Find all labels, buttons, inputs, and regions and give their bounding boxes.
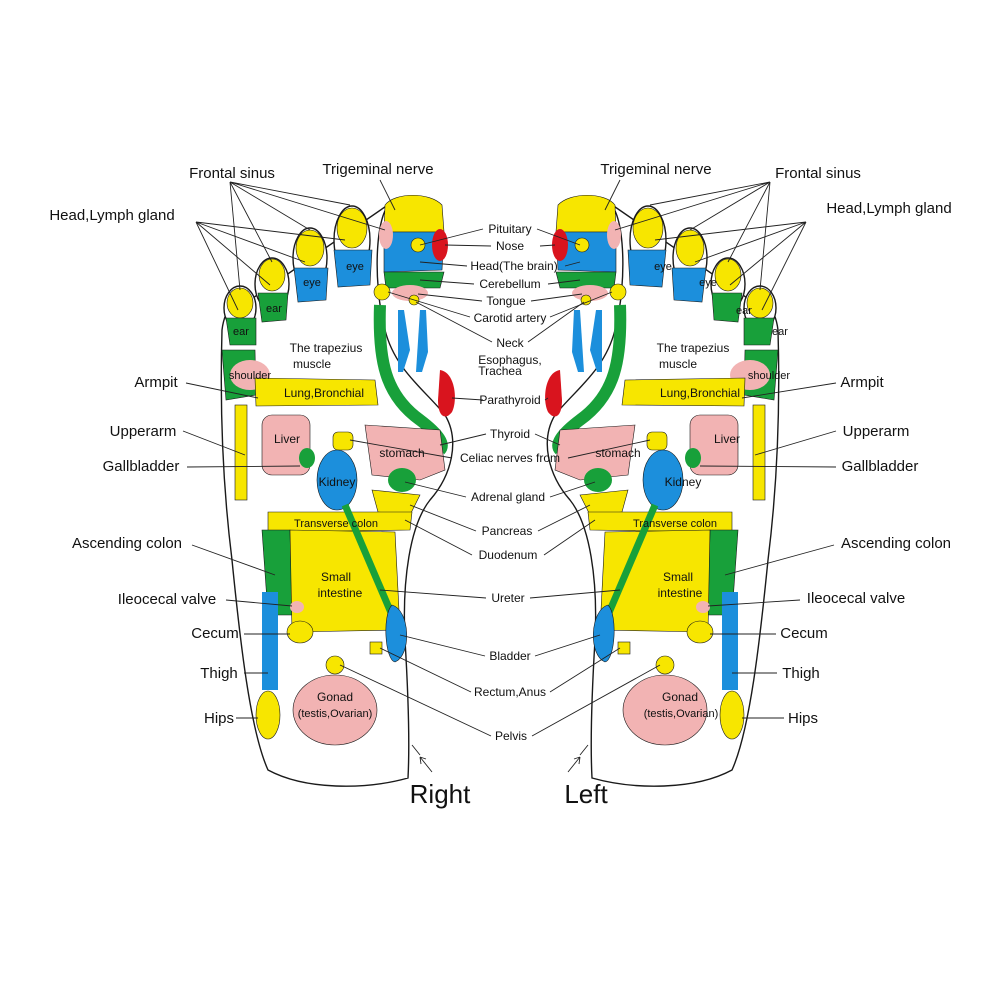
label-thigh-right: Thigh (200, 665, 238, 682)
zone-gonad-right: Gonad (317, 690, 353, 704)
label-duodenum: Duodenum (479, 548, 538, 562)
zone-small-left: Small (663, 570, 693, 584)
label-hips-right: Hips (204, 710, 234, 727)
zone-gonad-detail-right: (testis,Ovarian) (298, 708, 373, 720)
left-foot-zone-labels: eye eye ear ear The trapezius muscle sho… (595, 261, 790, 720)
zone-trapezius-muscle-left: muscle (659, 357, 697, 371)
zone-lung-right: Lung,Bronchial (284, 386, 364, 400)
zone-kidney-right: Kidney (319, 475, 356, 489)
zone-stomach-left: stomach (595, 446, 640, 460)
zone-liver-left: Liver (714, 432, 740, 446)
label-pelvis: Pelvis (495, 729, 527, 743)
label-ascending-colon-right: Ascending colon (72, 535, 182, 552)
zone-ear-left-4: ear (736, 305, 752, 317)
label-pituitary: Pituitary (488, 222, 531, 236)
zone-ear-right-4: ear (266, 303, 282, 315)
label-adrenal-gland: Adrenal gland (471, 490, 545, 504)
label-upperarm-right: Upperarm (110, 423, 177, 440)
label-trigeminal-right: Trigeminal nerve (322, 161, 433, 178)
zone-ear-left-5: ear (772, 326, 788, 338)
zone-stomach-right: stomach (379, 446, 424, 460)
zone-ear-right-5: ear (233, 326, 249, 338)
label-nose: Nose (496, 239, 524, 253)
label-cecum-right: Cecum (191, 625, 239, 642)
side-leader-lines (182, 179, 837, 719)
label-armpit-right: Armpit (134, 374, 178, 391)
right-foot-title: Right (410, 779, 471, 809)
label-frontal-sinus-right: Frontal sinus (189, 165, 275, 182)
label-gallbladder-left: Gallbladder (842, 458, 919, 475)
zone-trapezius-left: The trapezius (657, 341, 730, 355)
label-head-brain: Head(The brain) (470, 259, 557, 273)
label-thigh-left: Thigh (782, 665, 820, 682)
zone-eye-left-3: eye (699, 277, 717, 289)
zone-transverse-colon-left: Transverse colon (633, 518, 717, 530)
label-tongue: Tongue (486, 294, 526, 308)
label-carotid-artery: Carotid artery (474, 311, 547, 325)
zone-lung-left: Lung,Bronchial (660, 386, 740, 400)
label-ileocecal-left: Ileocecal valve (807, 590, 905, 607)
label-armpit-left: Armpit (840, 374, 884, 391)
left-foot-title: Left (564, 779, 608, 809)
zone-eye-right-2: eye (346, 261, 364, 273)
zone-small-right: Small (321, 570, 351, 584)
label-parathyroid: Parathyroid (479, 393, 540, 407)
zone-liver-right: Liver (274, 432, 300, 446)
zone-shoulder-left: shoulder (748, 370, 791, 382)
center-leader-lines (339, 228, 661, 756)
label-frontal-sinus-left: Frontal sinus (775, 165, 861, 182)
center-labels: Pituitary Nose Head(The brain) Cerebellu… (460, 222, 560, 743)
zone-intestine-right: intestine (318, 586, 363, 600)
label-rectum-anus: Rectum,Anus (474, 685, 546, 699)
zone-intestine-left: intestine (658, 586, 703, 600)
zone-eye-right-3: eye (303, 277, 321, 289)
label-celiac-nerves: Celiac nerves from (460, 451, 560, 465)
label-neck: Neck (496, 336, 524, 350)
label-trigeminal-left: Trigeminal nerve (600, 161, 711, 178)
label-cerebellum: Cerebellum (479, 277, 540, 291)
zone-shoulder-right: shoulder (229, 370, 272, 382)
zone-gonad-left: Gonad (662, 690, 698, 704)
label-hips-left: Hips (788, 710, 818, 727)
zone-trapezius-muscle-right: muscle (293, 357, 331, 371)
zone-trapezius-right: The trapezius (290, 341, 363, 355)
label-upperarm-left: Upperarm (843, 423, 910, 440)
zone-gonad-detail-left: (testis,Ovarian) (644, 708, 719, 720)
right-foot-labels: Frontal sinus Trigeminal nerve Head,Lymp… (49, 161, 433, 727)
zone-kidney-left: Kidney (665, 475, 702, 489)
label-ileocecal-right: Ileocecal valve (118, 591, 216, 608)
label-bladder: Bladder (489, 649, 530, 663)
foot-titles: Right Left (410, 756, 608, 809)
label-ascending-colon-left: Ascending colon (841, 535, 951, 552)
left-foot-labels: Frontal sinus Trigeminal nerve Head,Lymp… (600, 161, 951, 727)
zone-transverse-colon-right: Transverse colon (294, 518, 378, 530)
label-pancreas: Pancreas (482, 524, 533, 538)
label-cecum-left: Cecum (780, 625, 828, 642)
label-trachea: Trachea (478, 364, 522, 378)
zone-eye-left-2: eye (654, 261, 672, 273)
right-foot-zone-labels: eye eye ear ear The trapezius muscle sho… (229, 261, 425, 720)
label-ureter: Ureter (491, 591, 524, 605)
label-head-lymph-right: Head,Lymph gland (49, 207, 174, 224)
label-thyroid: Thyroid (490, 427, 530, 441)
label-head-lymph-left: Head,Lymph gland (826, 200, 951, 217)
label-esophagus: Esophagus, (478, 353, 541, 367)
label-gallbladder-right: Gallbladder (103, 458, 180, 475)
